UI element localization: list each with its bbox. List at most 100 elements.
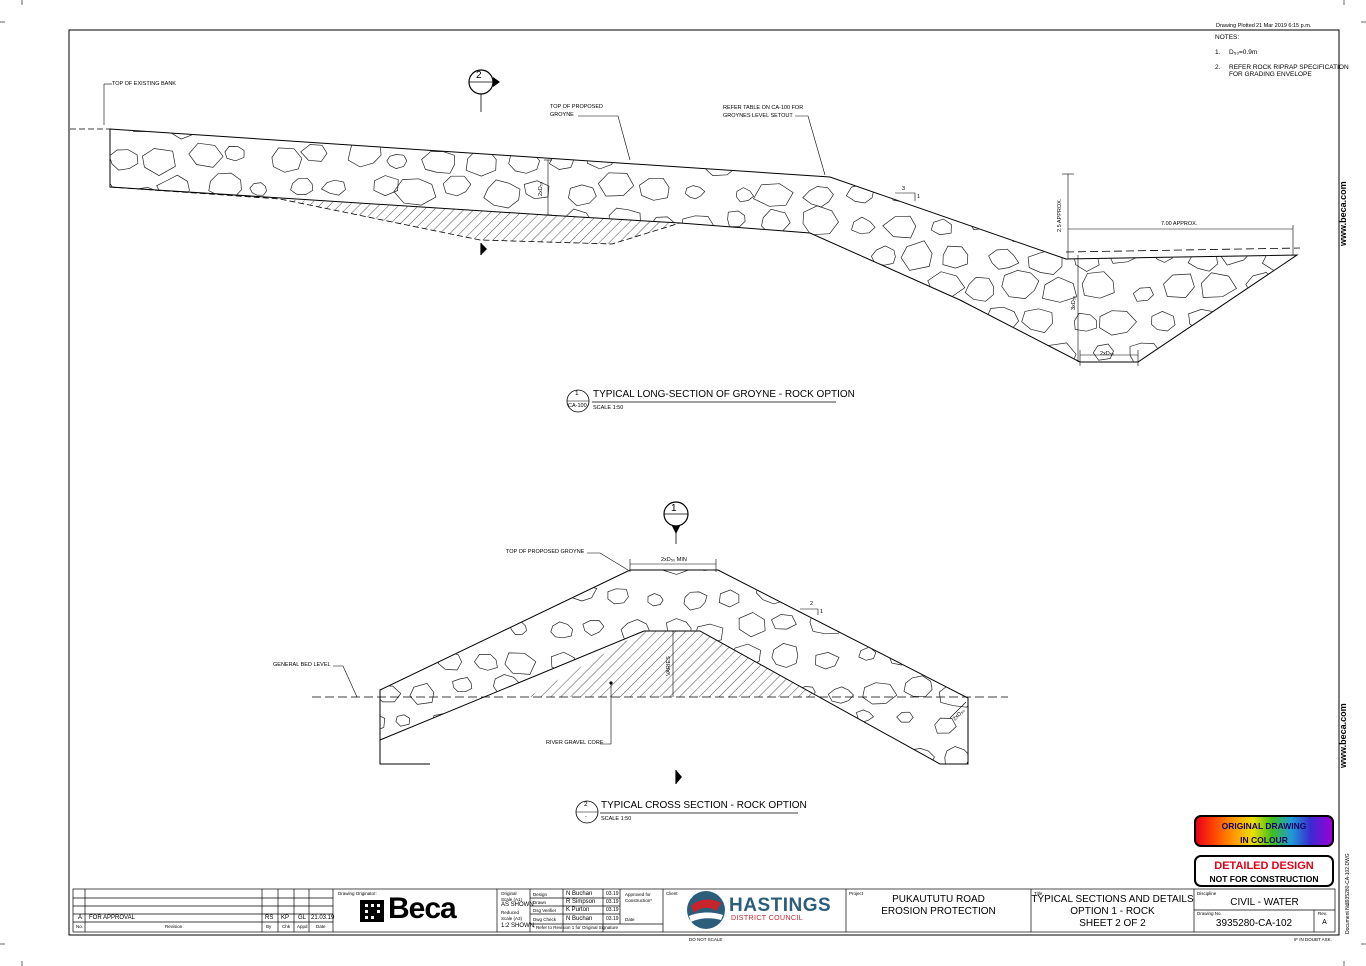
rock-stone xyxy=(730,710,761,733)
rock-stone xyxy=(409,682,435,705)
signoff-role: Design xyxy=(533,892,548,897)
side-url-top: www.beca.com xyxy=(1338,181,1348,246)
rock-stone xyxy=(806,281,839,308)
rock-stone xyxy=(1073,249,1100,272)
rock-stone xyxy=(489,738,516,759)
rev-hdr-by: By xyxy=(266,924,272,929)
rock-stone xyxy=(425,308,457,331)
label-slope2-h: 2 xyxy=(810,601,814,607)
rock-stone xyxy=(163,273,196,301)
label-depth: 2.5 APPROX. xyxy=(1057,198,1063,232)
rock-stone xyxy=(1092,129,1121,136)
rock-stone xyxy=(702,312,729,332)
rock-stone xyxy=(366,350,393,362)
plotted-value: 21 Mar 2019 6:15 p.m. xyxy=(1256,23,1312,29)
rock-stone xyxy=(207,129,232,133)
rock-stone xyxy=(439,570,464,582)
rock-stone xyxy=(402,652,422,669)
rock-stone xyxy=(142,148,176,177)
rock-stone xyxy=(969,129,1006,142)
if-in-doubt: IF IN DOUBT ASK. xyxy=(1294,937,1332,942)
rock-stone xyxy=(503,310,537,336)
rock-stone xyxy=(526,740,548,757)
rock-stone xyxy=(1002,341,1028,359)
note-1-num: 1. xyxy=(1215,49,1221,56)
rock-stone xyxy=(909,584,932,600)
rock-stone xyxy=(683,591,708,611)
rock-stone xyxy=(288,129,314,136)
rock-stone xyxy=(1043,129,1080,145)
orig-scale-label2: Scale (A1) xyxy=(501,897,523,902)
rock-stone xyxy=(639,748,662,764)
rock-stone xyxy=(998,217,1033,242)
rock-stone xyxy=(885,614,921,640)
rock-stone xyxy=(1227,148,1259,172)
rock-stone xyxy=(184,252,209,271)
section1-scale: SCALE 1:50 xyxy=(593,405,624,411)
design-badge-line1: DETAILED DESIGN xyxy=(1214,860,1314,872)
rock-stone xyxy=(944,584,965,601)
rock-stone xyxy=(944,746,968,764)
rock-stone xyxy=(862,682,898,705)
rev-value: A xyxy=(1322,919,1327,926)
rock-stone xyxy=(681,348,707,362)
rock-stone xyxy=(1106,144,1145,172)
rock-stone xyxy=(119,273,152,299)
notes-title: NOTES: xyxy=(1215,34,1240,41)
rock-stone xyxy=(1263,312,1297,339)
rock-stone xyxy=(370,114,389,127)
rock-stone xyxy=(434,612,466,636)
rock-stone xyxy=(718,589,740,608)
rock-stone xyxy=(687,129,709,130)
rock-stone xyxy=(694,570,725,571)
rock-stone xyxy=(167,339,192,359)
section2-title-num: 2 xyxy=(584,801,588,808)
rock-stone xyxy=(473,653,498,671)
rock-stone xyxy=(529,129,551,130)
rev-row-chk: KP xyxy=(281,915,290,921)
rock-stone xyxy=(224,146,245,162)
rock-stone xyxy=(1207,345,1238,362)
rock-stone xyxy=(527,337,563,362)
rock-stone xyxy=(735,187,755,203)
rock-stone xyxy=(548,153,575,170)
rock-stone xyxy=(169,129,199,140)
rev-row-desc: FOR APPROVAL xyxy=(89,915,135,921)
rock-stone xyxy=(771,643,799,668)
rock-stone xyxy=(485,129,521,143)
rock-stone xyxy=(506,713,534,736)
rock-stone xyxy=(1107,241,1140,264)
section2-scale: SCALE 1:50 xyxy=(601,816,632,822)
rock-stone xyxy=(1201,272,1237,298)
rock-stone xyxy=(979,141,1010,167)
rock-stone xyxy=(1099,310,1137,336)
rock-stone xyxy=(1146,143,1177,164)
client-sub: DISTRICT COUNCIL xyxy=(731,915,803,922)
rock-stone xyxy=(723,277,753,298)
rock-stone xyxy=(865,586,887,601)
rock-stone xyxy=(203,216,236,243)
rock-stone xyxy=(688,285,720,307)
rock-stone xyxy=(470,570,492,579)
approved-label1: Approved for xyxy=(625,892,651,897)
rock-stone xyxy=(533,586,556,606)
long-section-hatch xyxy=(280,199,680,244)
rock-stone xyxy=(827,686,854,704)
rock-stone xyxy=(718,737,752,763)
section2-title-ref: - xyxy=(585,814,587,820)
original-colour-badge: ORIGINAL DRAWING IN COLOUR xyxy=(1194,815,1334,847)
rock-stone xyxy=(300,144,328,162)
rock-stone xyxy=(667,242,697,260)
side-url-bottom: www.beca.com xyxy=(1338,703,1348,768)
rock-stone xyxy=(753,183,794,207)
rock-stone xyxy=(826,309,861,336)
rock-stone xyxy=(773,716,795,733)
rock-stone xyxy=(1082,209,1119,242)
rock-stone xyxy=(583,720,603,735)
rock-stone xyxy=(352,245,370,263)
rock-stone xyxy=(612,280,640,305)
rock-stone xyxy=(1160,129,1195,134)
rock-stone xyxy=(186,310,215,334)
rock-stone xyxy=(900,240,933,271)
rock-stone xyxy=(431,712,459,732)
